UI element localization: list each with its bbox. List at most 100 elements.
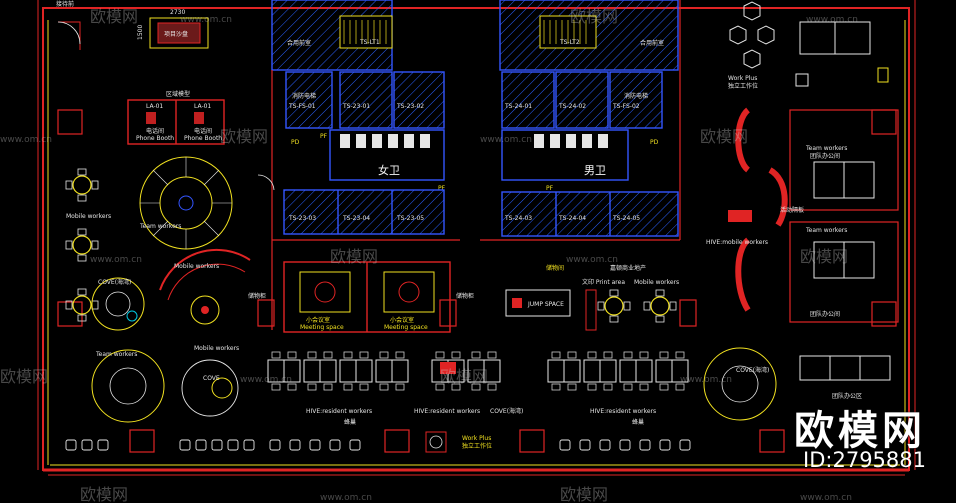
pd-left-label: PD xyxy=(291,139,300,146)
phone-booth-code-1: LA-01 xyxy=(146,103,163,110)
phone-booth-code-2: LA-01 xyxy=(194,103,211,110)
phone-booth-name-en-1: Phone Booth xyxy=(136,135,174,142)
shaft-left-3: TS-23-03 xyxy=(288,215,316,222)
wm-brand-4: 欧模网 xyxy=(700,127,748,146)
phone-booth-name-cn-1: 电话间 xyxy=(146,127,164,135)
team-workers-left: Team workers xyxy=(139,223,181,230)
print-area-label: 文印 Print area xyxy=(582,278,625,286)
lift-left-label: 消防电梯 xyxy=(292,92,316,100)
work-plus-bottom-cn: 独立工作位 xyxy=(462,442,492,450)
wm-site-7: www.om.cn xyxy=(240,375,292,385)
pf-left-label: PF xyxy=(320,133,328,140)
wm-brand-6: 欧模网 xyxy=(800,247,848,266)
wm-brand-7: 欧模网 xyxy=(0,367,48,386)
center-zone: JUMP SPACE 文印 Print area Mobile workers xyxy=(505,278,679,331)
sand-table-label: 项目沙盘 xyxy=(164,30,188,38)
team-workers-right-1: Team workers xyxy=(805,145,847,152)
shaft-right-fs: TS-FS-02 xyxy=(612,103,640,110)
right-zone: Work Plus 独立工作位 Team workers 团队办公间 活动隔板 … xyxy=(703,1,899,421)
work-plus-right: Work Plus xyxy=(728,75,757,82)
hive-resident-label-3: HIVE:resident workers xyxy=(590,408,656,415)
lift-right-label: 消防电梯 xyxy=(624,92,648,100)
core-left: TS-LT1 合用前室 消防电梯 TS-FS-01 TS-23-01 TS-23… xyxy=(257,0,460,330)
wm-brand-9: 欧模网 xyxy=(80,485,128,503)
shaft-right-5: TS-24-05 xyxy=(612,215,640,222)
lobby-right-label: 合用前室 xyxy=(640,39,664,47)
reception-area: 接待前 项目沙盘 2730 1500 xyxy=(56,0,209,50)
wm-brand-10: 欧模网 xyxy=(560,485,608,503)
wm-site-10: www.om.cn xyxy=(800,493,852,503)
meeting-room-en-1: Meeting space xyxy=(300,324,344,331)
shaft-left-4: TS-23-04 xyxy=(342,215,370,222)
shaft-left-1: TS-23-01 xyxy=(342,103,370,110)
hive-resident-label-1: HIVE:resident workers xyxy=(306,408,372,415)
outer-walls xyxy=(37,0,916,476)
cove-right-label: COVE(海湾) xyxy=(736,366,769,374)
phone-booth-name-en-2: Phone Booth xyxy=(184,135,222,142)
activity-partition-label: 活动隔板 xyxy=(780,206,804,214)
team-office-right-2: 团队办公间 xyxy=(810,310,840,318)
developer-note-label: 嘉顿商业地产 xyxy=(610,264,646,272)
sand-table-width: 2730 xyxy=(170,9,185,16)
shaft-right-3: TS-24-03 xyxy=(504,215,532,222)
wm-site-6: www.om.cn xyxy=(566,255,618,265)
hive-nest-label-1: 蜂巢 xyxy=(344,418,356,426)
mobile-workers-left-3: Mobile workers xyxy=(194,345,239,352)
lobby-left-label: 合用前室 xyxy=(287,39,311,47)
meeting-room-cn-2: 小会议室 xyxy=(390,316,414,324)
hive-nest-label-2: 蜂巢 xyxy=(632,418,644,426)
wm-site-8: www.om.cn xyxy=(680,375,732,385)
wm-site-5: www.om.cn xyxy=(90,255,142,265)
shaft-right-2: TS-24-02 xyxy=(558,103,586,110)
sand-table-height: 1500 xyxy=(137,25,144,40)
work-plus-bottom: Work Plus xyxy=(462,435,491,442)
storage-room-label: 储物间 xyxy=(546,264,564,272)
shaft-right-1: TS-24-01 xyxy=(504,103,532,110)
team-workers-right-2: Team workers xyxy=(805,227,847,234)
hive-mobile-label: HIVE:mobile workers xyxy=(706,239,768,246)
wm-brand-3: 欧模网 xyxy=(220,127,268,146)
pf-left-label-2: PF xyxy=(438,185,446,192)
work-plus-right-cn: 独立工作位 xyxy=(728,82,758,90)
cove-left-label: COVE(海湾) xyxy=(98,278,131,286)
wc-women-label: 女卫 xyxy=(378,163,400,177)
model-id-label: ID:2795881 xyxy=(803,448,926,472)
jump-space-label: JUMP SPACE xyxy=(527,301,564,308)
wm-brand-5: 欧模网 xyxy=(330,247,378,266)
hive-desks: HIVE:resident workers 蜂巢 HIVE:resident w… xyxy=(267,351,691,453)
stair-left-label: TS-LT1 xyxy=(359,39,380,46)
wm-site-9: www.om.cn xyxy=(320,493,372,503)
mobile-workers-left-2: Mobile workers xyxy=(174,263,219,270)
storage-left-label: 储物柜 xyxy=(248,292,266,300)
watermark-overlay: 欧模网 www.om.cn 欧模网 www.om.cn 欧模网 www.om.c… xyxy=(0,7,858,503)
pd-right-label: PD xyxy=(650,139,659,146)
shaft-left-2: TS-23-02 xyxy=(396,103,424,110)
left-zone: Mobile workers Team workers COVE(海湾) Mob… xyxy=(65,156,255,451)
wm-site-3: www.om.cn xyxy=(480,135,532,145)
team-workers-left-2: Team workers xyxy=(95,351,137,358)
pf-right-label: PF xyxy=(546,185,554,192)
reception-label: 接待前 xyxy=(56,0,74,8)
meeting-room-en-2: Meeting space xyxy=(384,324,428,331)
wm-site-2: www.om.cn xyxy=(806,15,858,25)
team-area-label: 团队办公区 xyxy=(832,392,862,400)
cove-left-short: COVE xyxy=(203,375,220,382)
wm-site-1: www.om.cn xyxy=(180,15,232,25)
shaft-right-4: TS-24-04 xyxy=(558,215,586,222)
core-right: TS-LT2 合用前室 消防电梯 TS-24-01 TS-24-02 TS-FS… xyxy=(480,0,681,272)
storage-right-label: 储物柜 xyxy=(456,292,474,300)
shaft-left-5: TS-23-05 xyxy=(396,215,424,222)
wm-brand-8: 欧模网 xyxy=(440,367,488,386)
mobile-workers-left: Mobile workers xyxy=(66,213,111,220)
meeting-rooms: 储物柜 储物柜 小会议室 Meeting space 小会议室 Meeting … xyxy=(248,261,474,333)
team-office-right-1: 团队办公间 xyxy=(810,152,840,160)
wm-brand-1: 欧模网 xyxy=(90,7,138,26)
phone-booth-title: 区域模型 xyxy=(166,90,190,98)
wm-brand-2: 欧模网 xyxy=(570,7,618,26)
phone-booth-name-cn-2: 电话间 xyxy=(194,127,212,135)
cove-bottom-label: COVE(海湾) xyxy=(490,407,523,415)
mobile-workers-center: Mobile workers xyxy=(634,279,679,286)
phone-booths: 区域模型 LA-01 LA-01 电话间 电话间 Phone Booth Pho… xyxy=(127,90,225,145)
structural-columns xyxy=(57,109,897,453)
